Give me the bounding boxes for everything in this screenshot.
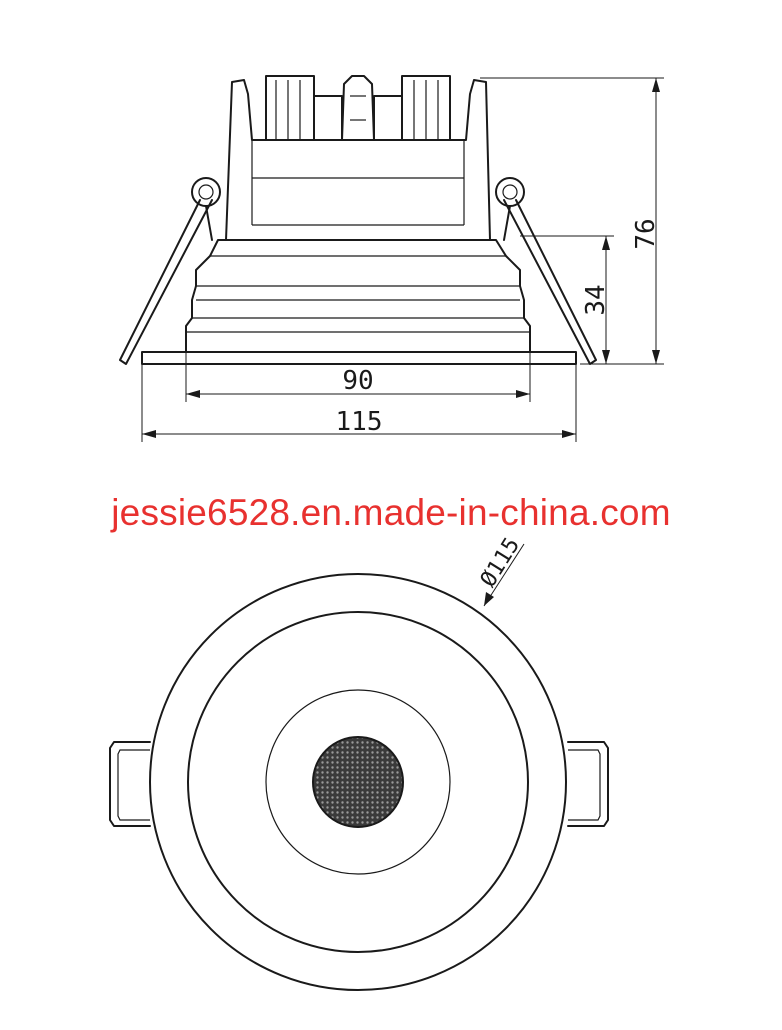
side-view: 76 34 90 115 — [119, 75, 664, 442]
dimension-90: 90 — [185, 352, 531, 402]
dimension-diameter-115: Ø115 — [476, 533, 525, 607]
dimension-diameter-label: Ø115 — [476, 533, 525, 591]
top-view: Ø115 — [109, 533, 609, 991]
dimension-34: 34 — [520, 235, 614, 364]
dimension-90-label: 90 — [342, 366, 373, 396]
dimension-115: 115 — [141, 364, 577, 442]
outer-bezel-circle — [149, 573, 567, 991]
lens-ring-circle — [265, 689, 451, 875]
dimension-34-label: 34 — [581, 284, 611, 315]
spring-clip-right — [495, 177, 597, 365]
spring-clip-left — [119, 177, 221, 365]
dimension-76: 76 — [480, 77, 664, 365]
heatsink-body — [225, 79, 491, 241]
lower-housing — [185, 239, 531, 353]
watermark-text: jessie6528.en.made-in-china.com — [111, 492, 671, 533]
led-chip-grid — [312, 736, 404, 828]
clip-tab-left — [109, 741, 151, 827]
inner-reflector-circle — [187, 611, 529, 953]
dimension-115-label: 115 — [336, 407, 383, 437]
bezel-flange — [141, 351, 577, 365]
clip-tab-right — [567, 741, 609, 827]
dimension-76-label: 76 — [631, 218, 661, 249]
heatsink-fins — [265, 75, 451, 141]
